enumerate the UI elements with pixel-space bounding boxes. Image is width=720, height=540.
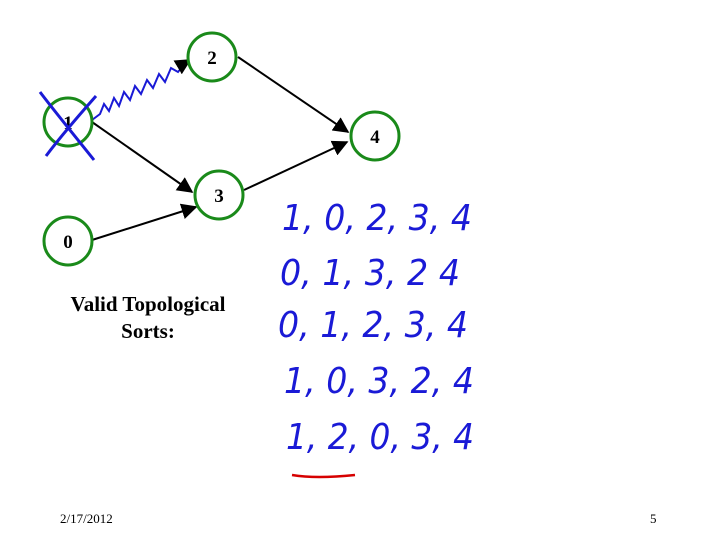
caption-line-1: Valid Topological — [70, 292, 225, 316]
edge-1-2-crossed — [91, 61, 187, 121]
edge-2-4 — [237, 56, 350, 133]
sort-2: 0, 1, 3, 2 4 — [280, 253, 460, 294]
node-2: 2 — [186, 31, 238, 83]
node-3-label: 3 — [214, 186, 224, 207]
node-4-label: 4 — [370, 127, 380, 148]
sort-4: 1, 0, 3, 2, 4 — [284, 361, 474, 402]
edge-1-3 — [91, 121, 194, 193]
node-1-label: 1 — [63, 113, 73, 134]
sort-5: 1, 2, 0, 3, 4 — [286, 417, 474, 458]
edge-3-4 — [243, 140, 349, 191]
page-number: 5 — [650, 511, 657, 526]
cross-out-mark — [38, 91, 98, 161]
node-0: 0 — [42, 215, 94, 267]
node-3: 3 — [193, 169, 245, 221]
node-4: 4 — [349, 110, 401, 162]
red-underline — [291, 473, 356, 479]
node-0-label: 0 — [63, 232, 73, 253]
node-2-label: 2 — [207, 48, 217, 69]
edge-0-3 — [91, 203, 198, 241]
node-1: 1 — [42, 96, 94, 148]
caption-line-2: Sorts: — [121, 319, 175, 343]
footer-date: 2/17/2012 — [60, 511, 113, 526]
sort-1: 1, 0, 2, 3, 4 — [282, 198, 472, 239]
sort-3: 0, 1, 2, 3, 4 — [278, 305, 468, 346]
